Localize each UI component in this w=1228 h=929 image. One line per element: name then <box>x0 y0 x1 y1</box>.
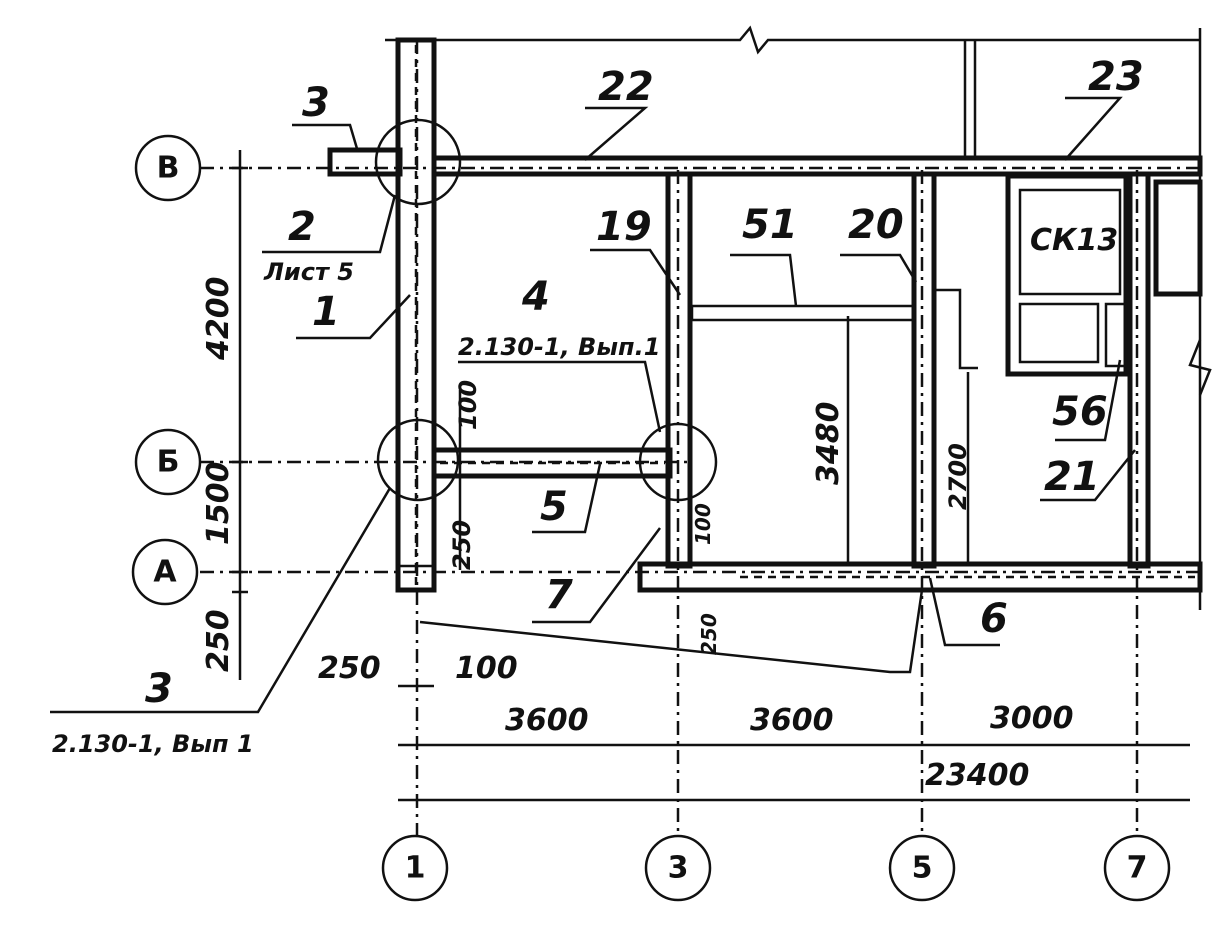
dim-text-3600-a: 3600 <box>505 703 589 738</box>
axis-label-1: 1 <box>405 851 426 886</box>
axis-label-v: В <box>157 151 180 186</box>
callout-texts: 3 22 23 2 Лист 5 1 19 51 20 СК13 4 2.130… <box>52 54 1144 758</box>
beam-51 <box>690 304 916 322</box>
stair-block-side <box>1104 302 1128 368</box>
beam-end-3 <box>327 147 403 177</box>
callout-4: 4 <box>521 274 550 320</box>
dim-text-3480: 3480 <box>811 402 846 486</box>
axis-label-b: Б <box>157 445 180 480</box>
stair-block-outline <box>1005 173 1129 377</box>
leader-56 <box>1055 359 1122 442</box>
callout-21: 21 <box>1044 454 1100 500</box>
axis-bubble-b <box>134 428 202 496</box>
dim-text-1500: 1500 <box>201 462 236 546</box>
axis-bubble-7 <box>1103 834 1171 902</box>
column-base-1 <box>396 564 436 592</box>
axis-bubble-3 <box>644 834 712 902</box>
dim-text-4200: 4200 <box>201 277 236 362</box>
callout-3-bottom: 3 <box>145 666 173 712</box>
niche-wall <box>934 288 978 370</box>
leader-5 <box>532 463 602 534</box>
node-circle-middle <box>376 418 460 502</box>
leader-3-top <box>292 123 360 153</box>
callout-ck13: СК13 <box>1030 223 1118 258</box>
dim-text-100-bottom: 100 <box>455 651 518 686</box>
callout-56: 56 <box>1052 389 1108 435</box>
leader-23 <box>1064 96 1123 161</box>
axis-label-7: 7 <box>1127 851 1148 886</box>
leader-7 <box>532 527 662 624</box>
leader-19 <box>590 248 682 296</box>
leader-2 <box>262 194 397 254</box>
dim-text-250-vertical: 250 <box>448 520 476 570</box>
callout-51: 51 <box>742 202 798 248</box>
dim-text-3600-b: 3600 <box>750 703 834 738</box>
callout-4-series: 2.130-1, Вып.1 <box>458 333 660 361</box>
node-circle-top <box>374 118 462 206</box>
dimension-lines <box>232 150 1190 802</box>
axis-bubble-5 <box>888 834 956 902</box>
dim-text-3000: 3000 <box>990 701 1074 736</box>
stair-block-right <box>1153 179 1203 297</box>
axis-bubble-v <box>134 134 202 202</box>
dim-text-250-bottom: 250 <box>318 651 381 686</box>
axis-bubbles: В Б А 1 3 5 7 <box>131 134 1171 902</box>
beam-6 <box>637 561 1203 593</box>
leader-51 <box>730 253 798 307</box>
leader-4 <box>458 360 662 433</box>
leader-3-bottom <box>50 487 392 714</box>
right-break-line <box>1188 339 1212 396</box>
wall-axis-5 <box>911 171 937 569</box>
top-break-line <box>385 25 1200 55</box>
beam-5 <box>431 447 673 479</box>
node-circle-right <box>638 422 718 502</box>
leader-1-5 <box>419 589 924 674</box>
dimension-texts: 4200 1500 250 250 100 100 250 100 250 34… <box>201 277 1074 794</box>
callout-6: 6 <box>980 596 1008 642</box>
leader-1 <box>296 294 411 340</box>
callout-2: 2 <box>288 204 316 250</box>
leader-21 <box>1040 449 1136 502</box>
leader-22 <box>584 106 649 161</box>
dim-text-250-small: 250 <box>697 613 721 655</box>
dim-text-23400: 23400 <box>925 758 1029 793</box>
dim-text-100-vertical: 100 <box>454 380 482 430</box>
wall-axis-7 <box>1127 171 1151 569</box>
axis-label-a: А <box>153 555 177 590</box>
walls <box>327 25 1212 674</box>
axis-bubble-1 <box>381 834 449 902</box>
callout-3-bottom-series: 2.130-1, Вып 1 <box>52 730 254 758</box>
stair-block-upper <box>1018 188 1122 296</box>
callout-leaders <box>50 96 1136 714</box>
axis-label-3: 3 <box>668 851 689 886</box>
dim-text-100-small: 100 <box>691 503 715 545</box>
callout-19: 19 <box>596 204 652 250</box>
leader-6 <box>928 577 1000 647</box>
leader-20 <box>840 253 918 283</box>
callout-23: 23 <box>1088 54 1144 100</box>
dim-text-250-left: 250 <box>201 609 236 672</box>
stair-block-lower <box>1018 302 1100 364</box>
callout-20: 20 <box>848 202 904 248</box>
callout-22: 22 <box>598 64 654 110</box>
dim-text-2700: 2700 <box>944 443 972 510</box>
callout-2-sheet: Лист 5 <box>263 258 354 286</box>
beam-22 <box>431 155 1203 177</box>
callout-1: 1 <box>312 289 340 335</box>
callout-5: 5 <box>540 484 568 530</box>
callout-7: 7 <box>545 572 573 618</box>
axis-label-5: 5 <box>912 851 933 886</box>
axis-bubble-a <box>131 538 199 606</box>
callout-3-top: 3 <box>302 80 330 126</box>
node-circles <box>374 118 718 502</box>
